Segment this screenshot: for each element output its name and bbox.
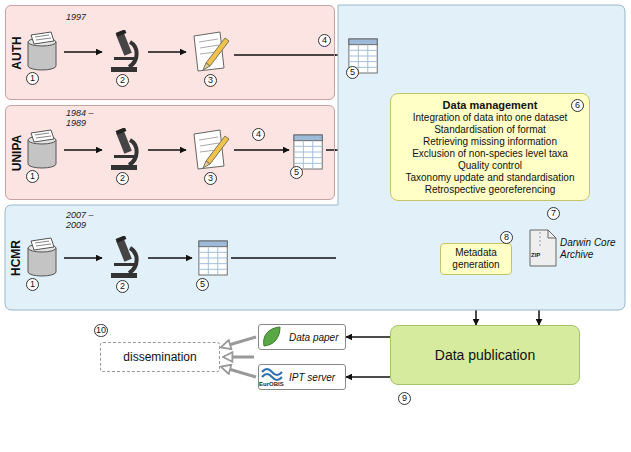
process-box: Data publication — [390, 325, 580, 385]
callout-number: 6 — [571, 99, 584, 112]
output-box: dissemination — [100, 342, 220, 372]
callout-number: 5 — [346, 66, 359, 79]
step-arrows — [64, 52, 336, 258]
process-box: Data managementIntegration of data into … — [390, 93, 590, 201]
flow-arrow — [346, 336, 390, 338]
list-item: Exclusion of non-species level taxa — [412, 148, 568, 160]
data-paper-icon — [264, 327, 280, 346]
list-item: Retrospective georeferencing — [425, 184, 556, 196]
node-label: HCMR — [9, 240, 23, 276]
callout-number: 2 — [116, 280, 129, 293]
callout-number: 3 — [204, 172, 217, 185]
node-label: dissemination — [123, 350, 196, 364]
node-label: IPT server — [289, 372, 335, 383]
row-icons — [28, 29, 377, 278]
node-label: UNIPA — [10, 134, 24, 170]
icon-label: EurOBIS — [259, 381, 287, 388]
eurobis-icon — [262, 369, 282, 380]
region-background — [5, 5, 625, 310]
callout-number: 2 — [116, 172, 129, 185]
list-item: Standardisation of format — [434, 124, 546, 136]
source-panel: HCMR — [5, 205, 335, 310]
flow-arrow — [222, 337, 256, 347]
date-label: 2007 – 2009 — [66, 210, 102, 230]
source-panel: AUTH — [5, 5, 335, 100]
flow-arrow — [222, 367, 256, 377]
archive-node: Darwin Core Archive — [526, 226, 624, 272]
icon-label: ZIP — [531, 252, 555, 259]
callout-number: 9 — [398, 392, 411, 405]
callout-number: 2 — [116, 74, 129, 87]
list-item: Quality control — [458, 160, 522, 172]
list-item: Integration of data into one dataset — [413, 112, 568, 124]
dissemination-arrow — [224, 356, 254, 359]
date-label: 1997 — [66, 12, 96, 22]
box-heading: Data management — [443, 98, 538, 112]
callout-number: 1 — [26, 170, 39, 183]
node-label: Data publication — [435, 347, 535, 363]
callout-number: 8 — [500, 231, 513, 244]
process-box: Metadata generation — [440, 243, 512, 275]
callout-number: 4 — [252, 128, 265, 141]
flow-arrow — [346, 376, 390, 378]
node-label: AUTH — [10, 36, 24, 69]
node-label: Data paper — [289, 332, 338, 343]
output-box: Data paper — [258, 324, 346, 350]
list-item: Taxonomy update and standardisation — [405, 172, 574, 184]
panel-background — [5, 105, 335, 200]
node-label: Darwin Core Archive — [560, 237, 624, 261]
callout-number: 7 — [547, 207, 560, 220]
callout-number: 10 — [94, 324, 108, 337]
panel-background — [5, 5, 335, 100]
callout-number: 3 — [204, 74, 217, 87]
list-item: Retrieving missing information — [423, 136, 557, 148]
callout-number: 1 — [26, 278, 39, 291]
callout-number: 5 — [196, 278, 209, 291]
zip-icon — [530, 230, 556, 266]
callout-number: 5 — [290, 166, 303, 179]
callout-number: 4 — [318, 34, 331, 47]
source-panel: UNIPA — [5, 105, 335, 200]
callout-number: 1 — [26, 72, 39, 85]
node-label: Metadata generation — [445, 247, 507, 271]
date-label: 1984 – 1989 — [66, 108, 102, 128]
